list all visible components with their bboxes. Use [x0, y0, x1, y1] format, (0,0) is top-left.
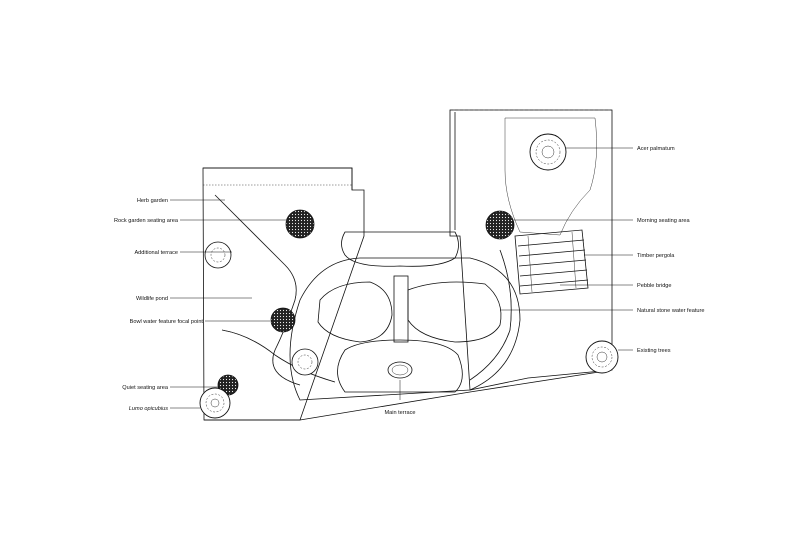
existing-tree: [585, 340, 619, 374]
additional-terrace-tree: [204, 241, 232, 269]
label-additional-terrace: Additional terrace: [134, 250, 178, 256]
wildlife-pond: [317, 281, 393, 343]
central-garden: [289, 231, 521, 401]
bowl-water-feature: [270, 307, 296, 333]
right-lawn: [504, 117, 597, 236]
labels-right: Acer palmatum Morning seating area Timbe…: [637, 146, 704, 354]
label-main-terrace: Main terrace: [384, 410, 415, 416]
leader-lines: [170, 147, 633, 409]
labels-left: Herb garden Rock garden seating area Add…: [114, 198, 203, 412]
additional-terrace-paving: [341, 231, 459, 267]
lumo-tree: [199, 387, 231, 419]
label-existing-trees: Existing trees: [637, 348, 671, 354]
natural-stone-pond: [407, 281, 502, 343]
bottom-boundary: [204, 369, 613, 421]
label-timber-pergola: Timber pergola: [637, 253, 675, 259]
label-lumo-opicubius: Lumo opicubius: [129, 406, 168, 412]
wildlife-pond-tree: [291, 348, 319, 376]
label-quiet-seating-area: Quiet seating area: [122, 385, 169, 391]
label-natural-stone-water-feature: Natural stone water feature: [637, 308, 704, 314]
morning-seating-feature: [485, 210, 515, 240]
label-morning-seating-area: Morning seating area: [637, 218, 690, 224]
label-rock-garden-seating-area: Rock garden seating area: [114, 218, 179, 224]
main-terrace-paving: [337, 339, 463, 393]
label-bowl-water-feature: Bowl water feature focal point: [130, 319, 204, 325]
label-herb-garden: Herb garden: [137, 198, 168, 204]
right-plot: [449, 109, 613, 391]
label-wildlife-pond: Wildlife pond: [136, 296, 168, 302]
pebble-bridge-strip: [393, 275, 409, 343]
label-pebble-bridge: Pebble bridge: [637, 283, 672, 289]
herb-garden-feature: [285, 209, 315, 239]
focal-plants: [217, 209, 515, 396]
acer-palmatum-tree: [529, 133, 567, 171]
trees: [199, 133, 619, 419]
terrace-table: [387, 361, 413, 379]
label-acer-palmatum: Acer palmatum: [637, 146, 675, 152]
timber-pergola: [514, 229, 589, 295]
